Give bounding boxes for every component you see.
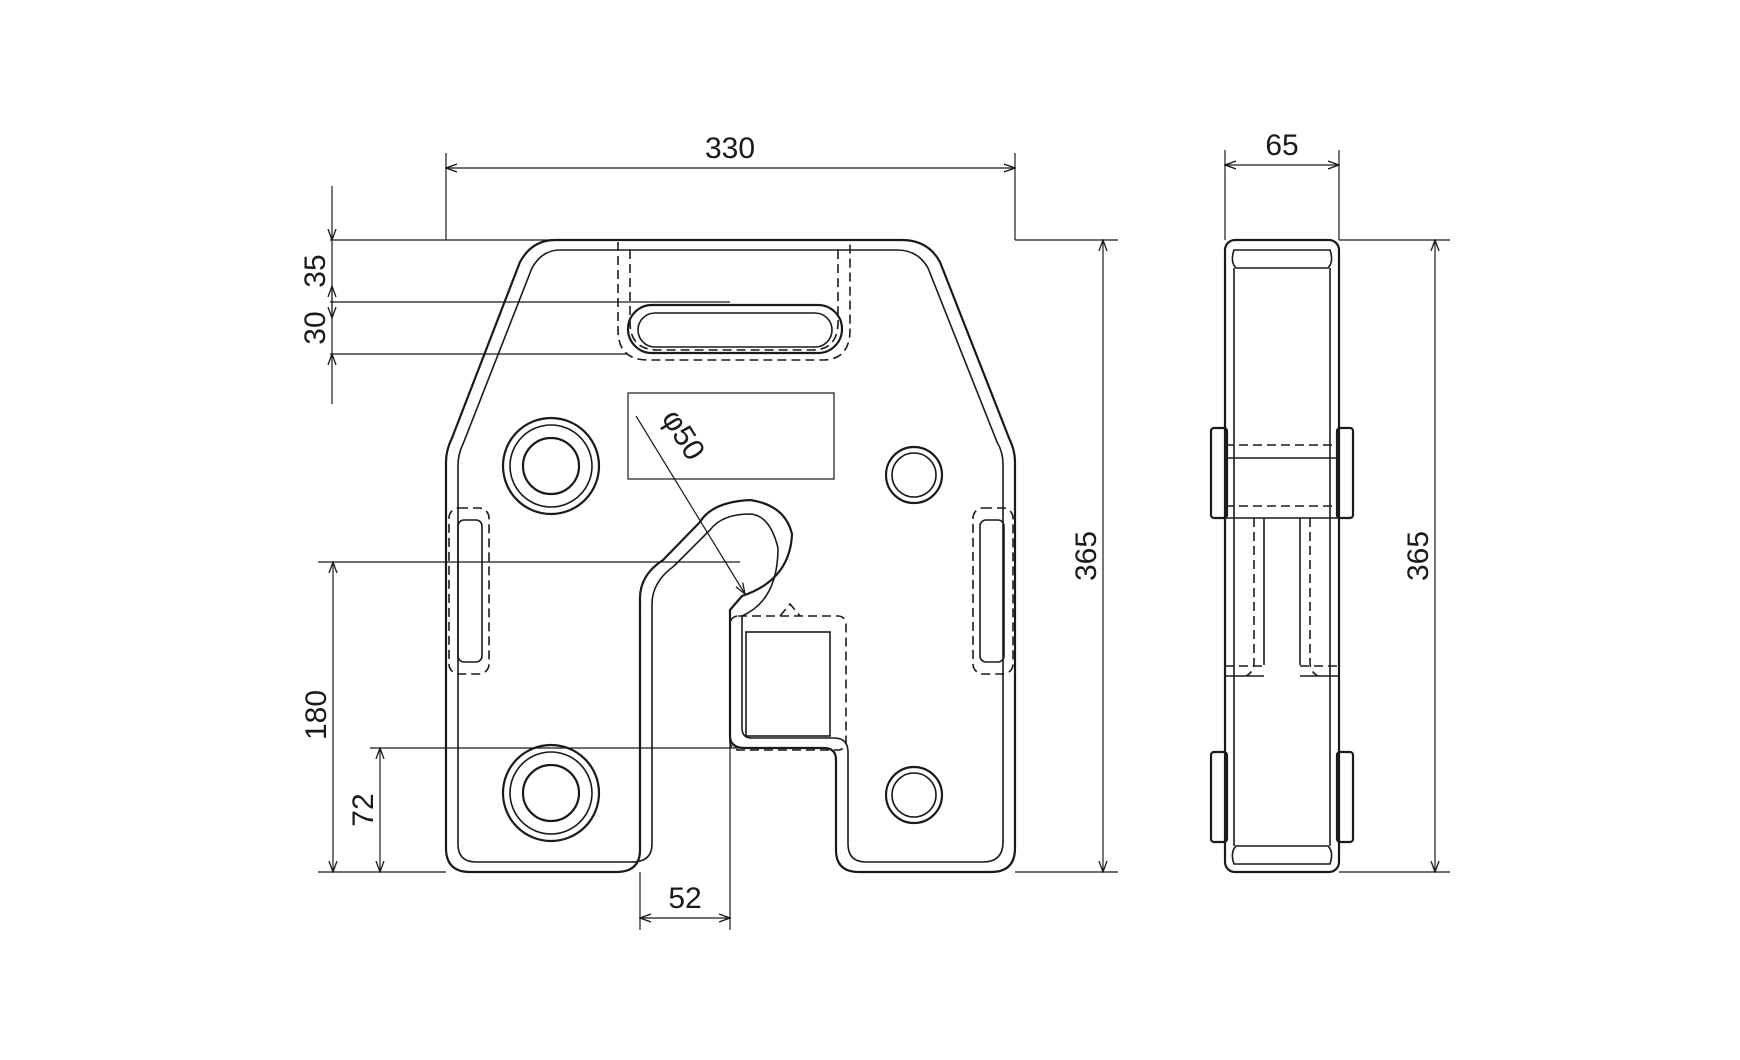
handle-slot bbox=[626, 303, 844, 355]
front-inner-outline bbox=[457, 249, 1004, 863]
side-outline bbox=[1223, 238, 1341, 874]
side-boss-right-lower bbox=[1335, 750, 1355, 844]
side-view bbox=[1209, 238, 1355, 874]
side-inner-bottom bbox=[1231, 845, 1333, 865]
side-boss-left-upper bbox=[1209, 426, 1229, 520]
center-pocket bbox=[729, 615, 847, 751]
center-pocket-tab bbox=[779, 602, 801, 617]
label-plate bbox=[627, 392, 835, 480]
side-dimensions: 65 365 bbox=[1225, 129, 1450, 872]
handle-slot-inner bbox=[637, 312, 833, 348]
grip-pocket-left-inner bbox=[457, 519, 483, 663]
dim-slot-opening: 52 bbox=[668, 882, 701, 915]
front-outline bbox=[444, 238, 1017, 874]
grip-pocket-right-inner bbox=[979, 519, 1005, 663]
side-inner-top bbox=[1231, 249, 1333, 269]
front-dimensions: 330 365 35 30 φ50 180 72 52 bbox=[299, 132, 1118, 930]
handle-recess-inner bbox=[629, 250, 839, 351]
bolt-hole-upper-left bbox=[501, 416, 601, 516]
dim-side-width: 65 bbox=[1265, 129, 1298, 162]
dim-hole-height: 180 bbox=[300, 690, 333, 740]
side-boss-left-lower bbox=[1209, 750, 1229, 844]
bolt-hole-lower-left bbox=[501, 743, 601, 843]
dim-hole-diameter: φ50 bbox=[655, 404, 711, 466]
dim-side-height: 365 bbox=[1402, 531, 1435, 581]
side-boss-right-upper bbox=[1335, 426, 1355, 520]
dim-top-offset: 35 bbox=[299, 254, 332, 287]
front-view bbox=[444, 238, 1017, 874]
side-groove bbox=[1245, 518, 1319, 677]
center-pocket-inner bbox=[745, 631, 831, 737]
dim-front-width: 330 bbox=[705, 132, 755, 165]
dim-slot-height: 30 bbox=[299, 311, 332, 344]
grip-pocket-left bbox=[448, 507, 490, 675]
dim-lower-step: 72 bbox=[347, 793, 380, 826]
small-hole-lower-right bbox=[884, 765, 944, 825]
grip-pocket-right bbox=[972, 507, 1014, 675]
dim-front-height: 365 bbox=[1070, 531, 1103, 581]
small-hole-upper-right bbox=[884, 445, 944, 505]
handle-recess bbox=[617, 242, 851, 361]
